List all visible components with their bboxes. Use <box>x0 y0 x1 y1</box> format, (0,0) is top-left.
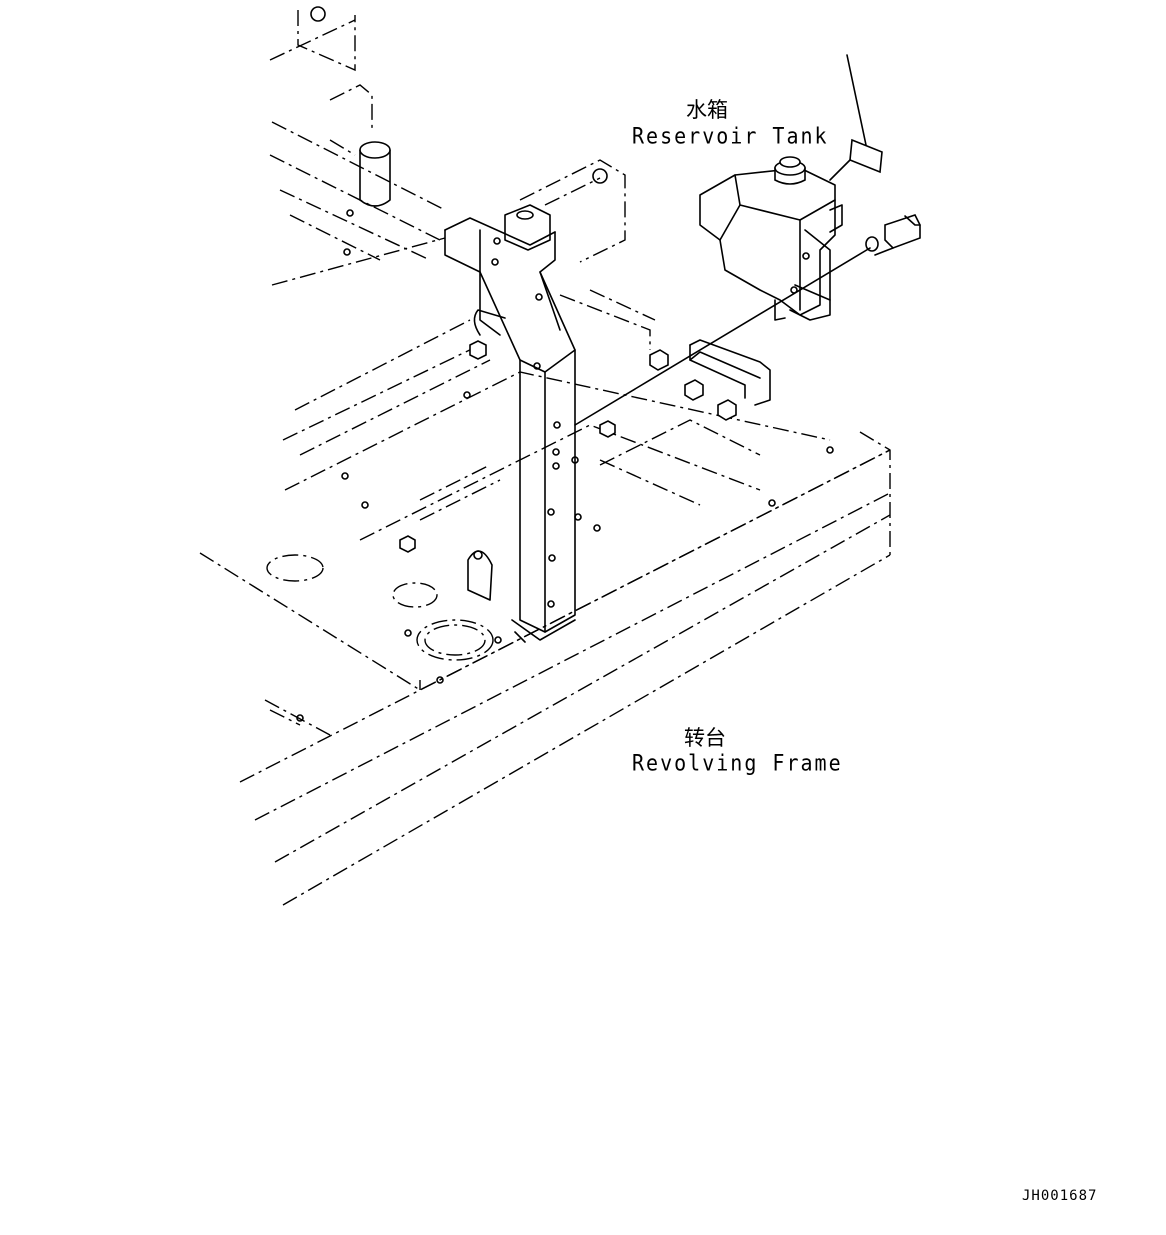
revolving-frame-label-en: Revolving Frame <box>632 749 843 777</box>
reservoir-tank-label-cn: 水箱 <box>686 98 728 122</box>
drawing-code: JH001687 <box>1022 1188 1098 1204</box>
reservoir-tank-label-en: Reservoir Tank <box>632 122 829 150</box>
reservoir-tank <box>699 156 843 321</box>
tank-bracket <box>399 339 771 553</box>
revolving-frame-label-cn: 转台 <box>684 726 726 750</box>
revolving-frame <box>199 289 891 906</box>
mounting-axis-line <box>574 247 871 426</box>
upper-frame <box>269 6 626 286</box>
mounting-bolt <box>865 214 921 256</box>
vertical-column <box>444 204 576 643</box>
caution-label-plate <box>829 54 883 181</box>
pipe-mount <box>359 141 391 207</box>
